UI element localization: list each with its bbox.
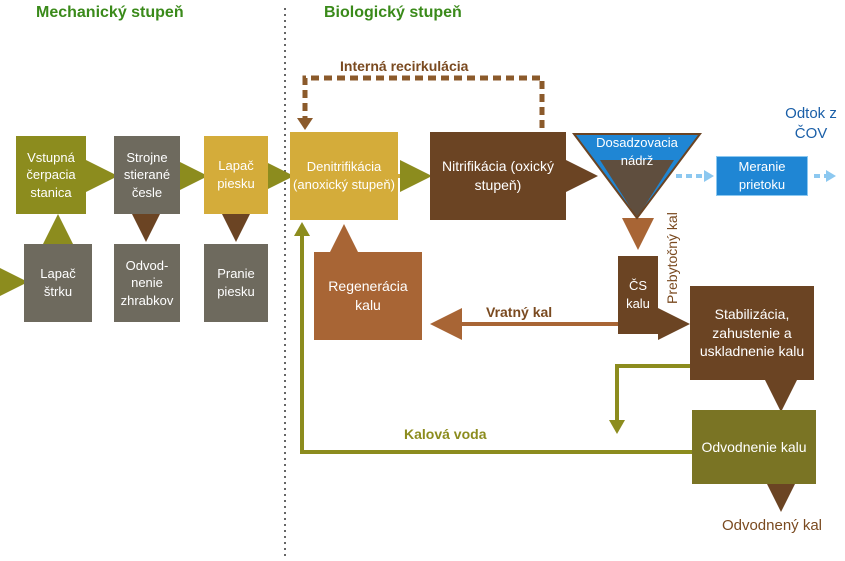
label-kalova-voda: Kalová voda: [404, 426, 487, 442]
box-regeneracia-kalu: Regenerácia kalu: [314, 252, 422, 340]
box-vstupna-cerpacia-stanica: Vstupná čerpacia stanica: [16, 136, 86, 214]
box-lapac-piesku: Lapač piesku: [204, 136, 268, 214]
box-odvodnenie-kalu: Odvodnenie kalu: [692, 410, 816, 484]
label-interna-recirkulacia: Interná recirkulácia: [340, 58, 469, 74]
box-nitrifikacia: Nitrifikácia (oxický stupeň): [430, 132, 566, 220]
section-title-mechanical: Mechanický stupeň: [36, 4, 184, 21]
label-prebytocny-wrapper: Prebytočný kal: [664, 212, 684, 324]
box-meranie-prietoku: Meranie prietoku: [716, 156, 808, 196]
box-denitrifikacia: Denitrifikácia (anoxický stupeň): [290, 132, 398, 220]
section-title-biological: Biologický stupeň: [324, 4, 462, 21]
clarifier-label: Dosadzovacia nádrž: [596, 135, 678, 168]
box-stabilizacia: Stabilizácia, zahustenie a uskladnenie k…: [690, 286, 814, 380]
box-lapac-strku: Lapač štrku: [24, 244, 92, 322]
label-odvodneny-kal: Odvodnený kal: [721, 517, 823, 534]
label-odtok: Odtok z ČOV: [785, 105, 837, 143]
box-pranie-piesku: Pranie piesku: [204, 244, 268, 322]
box-strojne-cesle: Strojne stierané česle: [114, 136, 180, 214]
box-odvodnenie-zhrabkov: Odvod-nenie zhrabkov: [114, 244, 180, 322]
label-vratny-kal: Vratný kal: [486, 304, 553, 320]
label-prebytocny-kal: Prebytočný kal: [664, 212, 680, 304]
box-cs-kalu: ČS kalu: [618, 256, 658, 334]
